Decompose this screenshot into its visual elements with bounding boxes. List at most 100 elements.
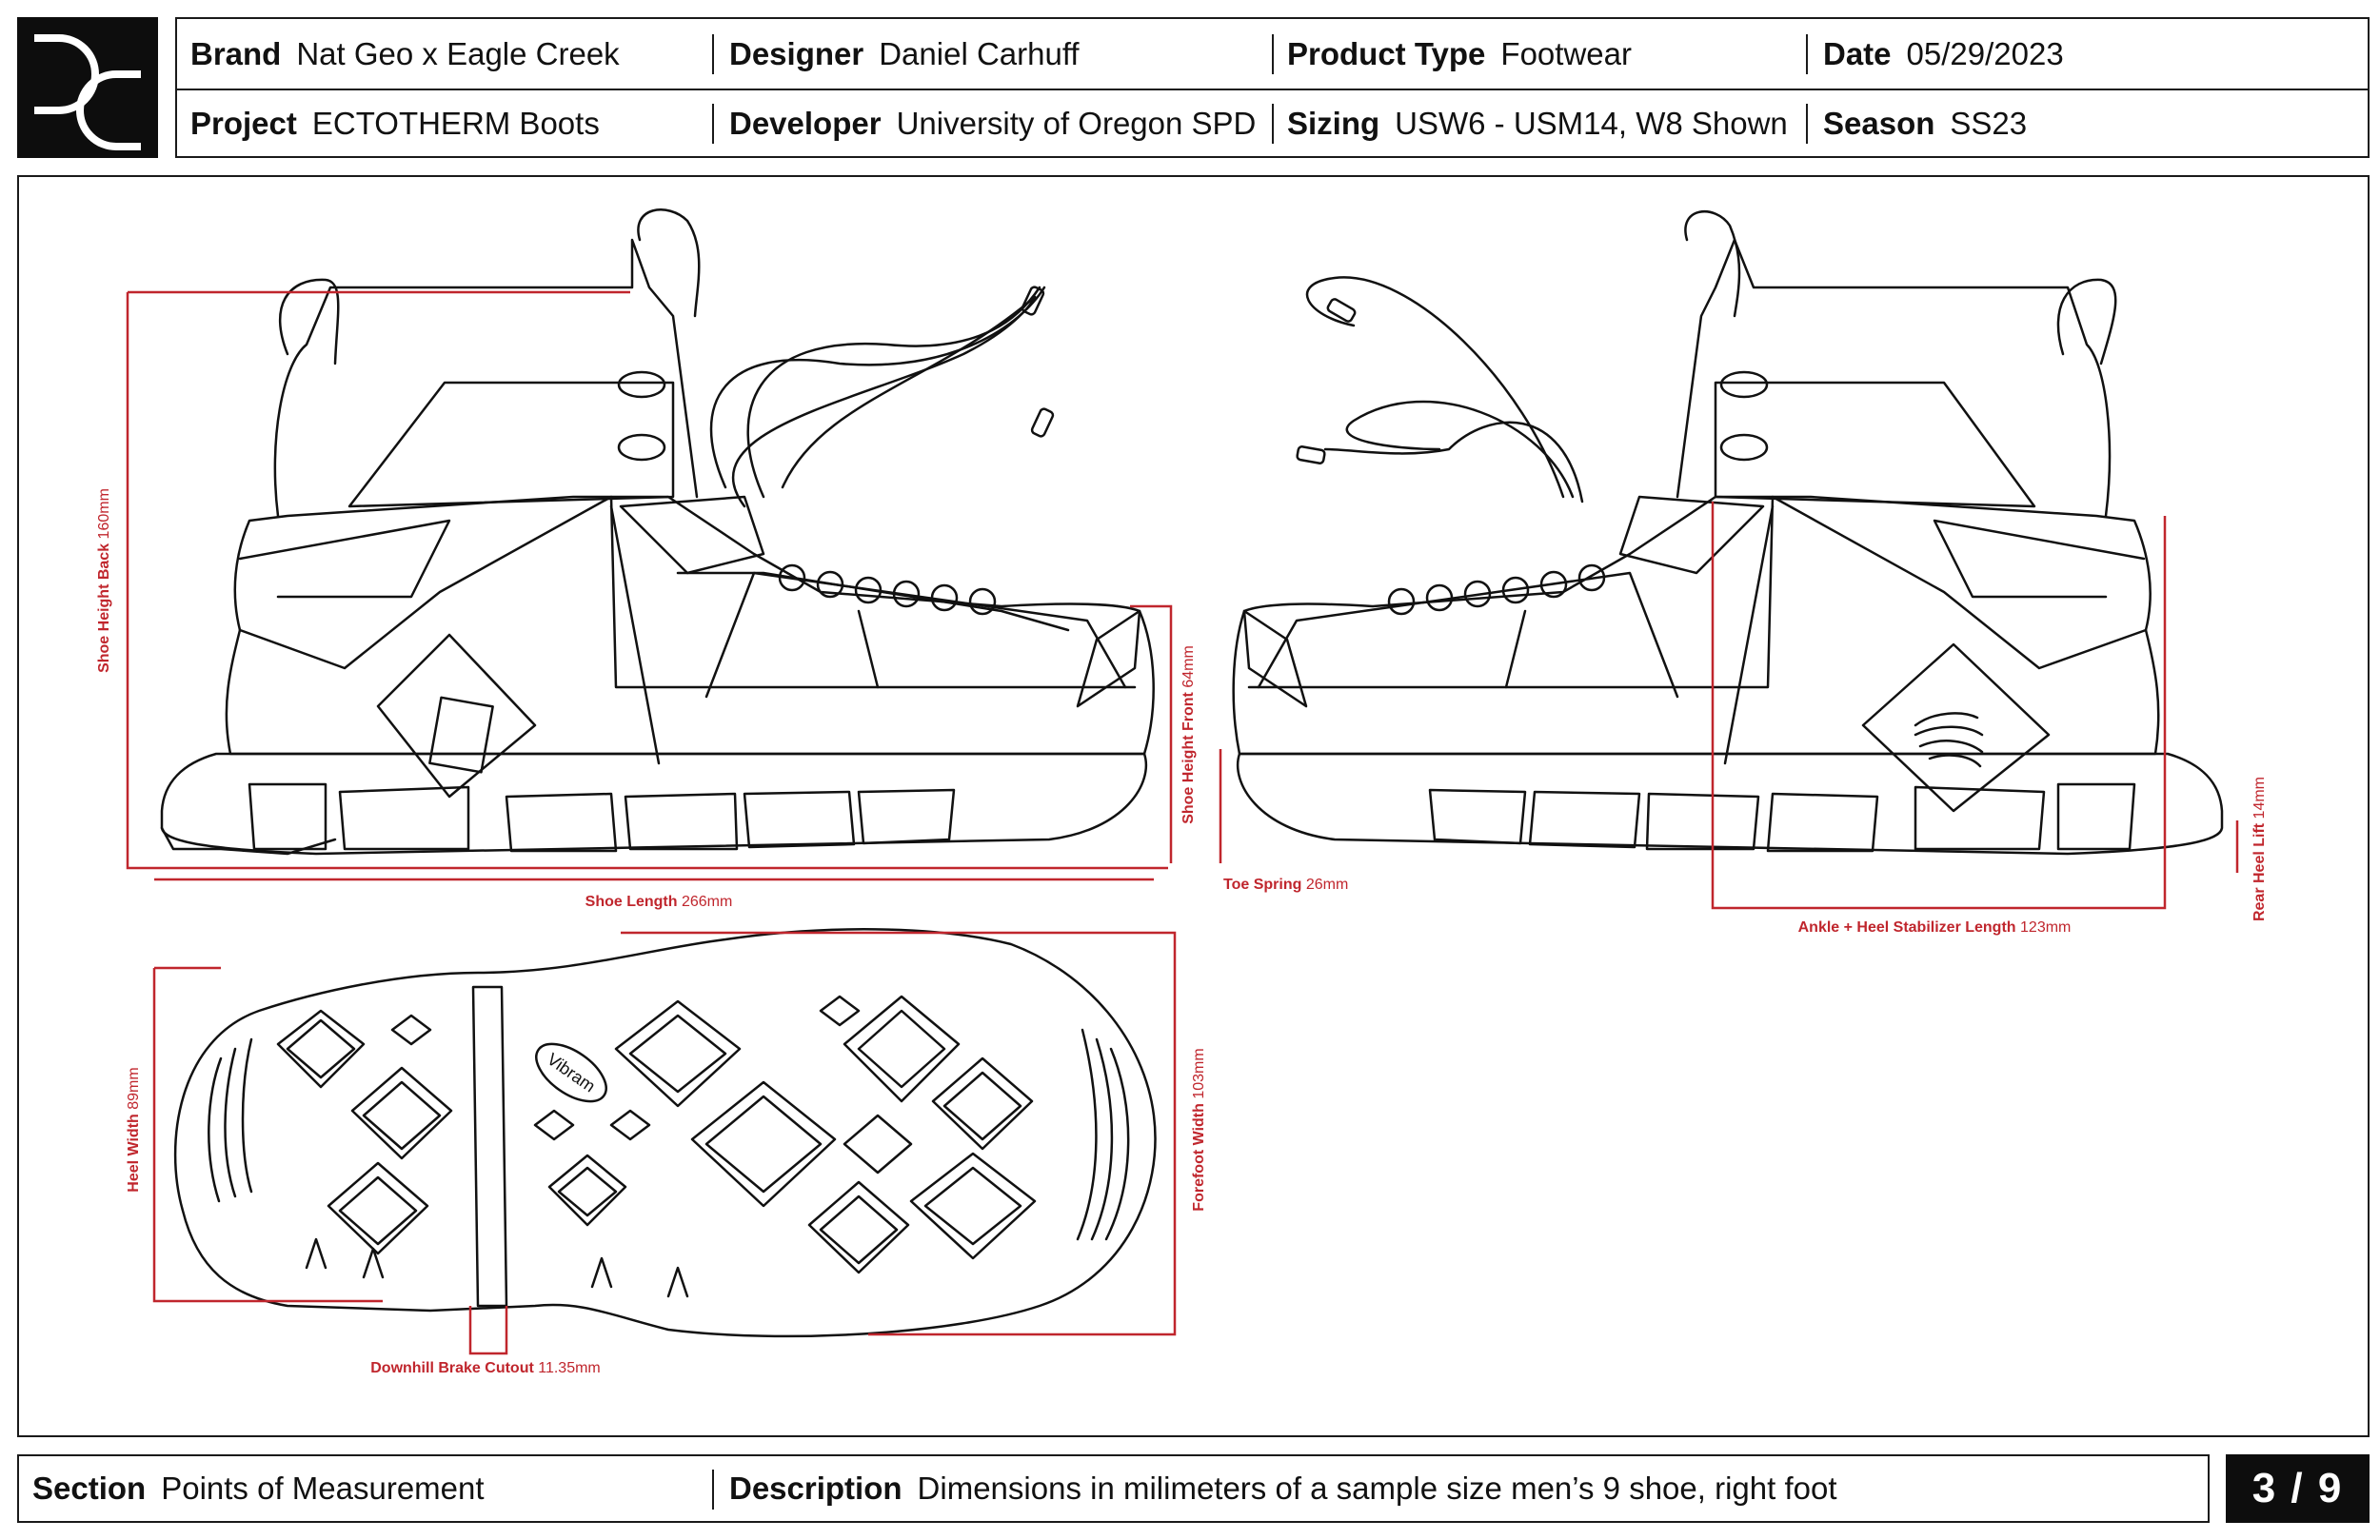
project-value: ECTOTHERM Boots [311, 105, 600, 141]
tread-lug [843, 995, 961, 1103]
divider [712, 1470, 714, 1510]
lug [1914, 785, 2046, 851]
header-row-top: Brand Nat Geo x Eagle Creek Designer Dan… [177, 19, 2368, 90]
shoe-height-front-line [1130, 604, 1173, 863]
shoe-length-name: Shoe Length [585, 894, 678, 910]
toe-spring-value: 26mm [1306, 877, 1348, 893]
season-field: Season SS23 [1823, 89, 2027, 158]
lug [505, 792, 618, 853]
collar-panel [347, 381, 675, 508]
shoe-height-front-name: Shoe Height Front [1180, 691, 1197, 823]
downhill-brake-cutout-name: Downhill Brake Cutout [370, 1360, 534, 1376]
project-label: Project [190, 105, 297, 141]
ankle-heel-stabilizer-value: 123mm [2020, 919, 2071, 936]
section-label: Section [32, 1471, 147, 1506]
eyelet [617, 433, 666, 462]
description-label: Description [729, 1471, 902, 1506]
lug [624, 792, 739, 851]
shoe-height-front-value: 64mm [1180, 645, 1197, 687]
designer-value: Daniel Carhuff [879, 35, 1080, 71]
footer-block: Section Points of Measurement Descriptio… [17, 1454, 2210, 1523]
vibram-logo-badge [535, 1042, 607, 1103]
eyelet [1719, 433, 1769, 462]
overlay-panel [1933, 519, 2146, 599]
forefoot-width-line [621, 931, 1177, 1336]
shoe-height-back-name: Shoe Height Back [96, 543, 112, 673]
outsole-outline [173, 928, 1157, 1338]
lace [746, 286, 1041, 499]
tread-lug [909, 1152, 1037, 1260]
lace-loop [1501, 576, 1530, 604]
date-label: Date [1823, 35, 1892, 71]
tread-lug [819, 995, 861, 1027]
lace-loop [1425, 583, 1454, 612]
shoe-length-label: Shoe Length 266mm [585, 894, 733, 910]
lace-aglet [1030, 407, 1055, 438]
section-field: Section Points of Measurement [32, 1456, 485, 1521]
tread-lug [807, 1180, 910, 1274]
heel-pull-tab [2056, 278, 2117, 365]
heel-pull-tab [278, 278, 340, 365]
ankle-strap [1618, 495, 1765, 575]
description-field: Description Dimensions in milimeters of … [729, 1456, 1837, 1521]
tread-v-grooves [305, 1237, 689, 1298]
lug [2056, 782, 2136, 851]
lace-loop [930, 583, 959, 612]
lace [731, 295, 1037, 508]
drawing-canvas: Shoe Height Back 160mm Shoe Length 266mm… [96, 208, 2268, 1376]
brand-value: Nat Geo x Eagle Creek [296, 35, 620, 71]
lace-aglet [1296, 445, 1326, 464]
toe-tread-contour [1076, 1028, 1130, 1241]
lace-loop [1463, 580, 1492, 608]
divider [1806, 34, 1808, 74]
section-value: Points of Measurement [161, 1471, 485, 1506]
lug [743, 790, 856, 849]
season-value: SS23 [1950, 105, 2028, 141]
sizing-value: USW6 - USM14, W8 Shown [1395, 105, 1788, 141]
shoe-height-back-value: 160mm [96, 488, 112, 539]
seam [1504, 609, 1527, 689]
boot-medial-view [1232, 210, 2224, 856]
lace [709, 286, 1046, 489]
season-label: Season [1823, 105, 1935, 141]
toe-spring-label: Toe Spring 26mm [1223, 877, 1348, 893]
heel-width-value: 89mm [126, 1067, 142, 1109]
heel-width-line [152, 968, 383, 1303]
badge-window [428, 696, 494, 774]
divider [1806, 104, 1808, 144]
diamond-badge [1861, 642, 2051, 813]
tread-lug [690, 1080, 837, 1208]
seam [1723, 504, 1775, 765]
tread-lug [609, 1109, 651, 1141]
downhill-brake-cutout-value: 11.35mm [538, 1360, 601, 1376]
developer-label: Developer [729, 105, 882, 141]
lace-aglet [1021, 286, 1045, 316]
title-block: Brand Nat Geo x Eagle Creek Designer Dan… [175, 17, 2370, 158]
heel-width-name: Heel Width [126, 1114, 142, 1193]
shoe-length-value: 266mm [682, 894, 732, 910]
lug [1766, 792, 1879, 853]
heel-tread-contour [208, 1037, 253, 1203]
seam [857, 609, 880, 689]
tongue-pull-tab [637, 208, 701, 318]
date-field: Date 05/29/2023 [1823, 19, 2064, 89]
lug [1428, 788, 1527, 845]
lace-loop [816, 570, 844, 599]
lace [1345, 400, 1575, 499]
lug [1645, 792, 1760, 851]
lace-loop [968, 587, 997, 616]
brake-cutout-channel [471, 985, 508, 1308]
overlay-panel [1247, 495, 2148, 689]
forefoot-width-label: Forefoot Width 103mm [1191, 1048, 1207, 1211]
designer-label: Designer [729, 35, 864, 71]
midsole [160, 752, 1148, 856]
ankle-heel-stabilizer-label: Ankle + Heel Stabilizer Length 123mm [1798, 919, 2072, 936]
shoe-height-front-label: Shoe Height Front 64mm [1180, 645, 1197, 824]
upper-outline [1232, 495, 2160, 756]
collar [1676, 238, 2112, 518]
lace-loop [1577, 563, 1606, 592]
tongue-pull-tab [1684, 210, 1741, 318]
rear-heel-lift-name: Rear Heel Lift [2251, 822, 2268, 921]
tread-lug [350, 1066, 453, 1160]
tread-lug [614, 999, 742, 1108]
